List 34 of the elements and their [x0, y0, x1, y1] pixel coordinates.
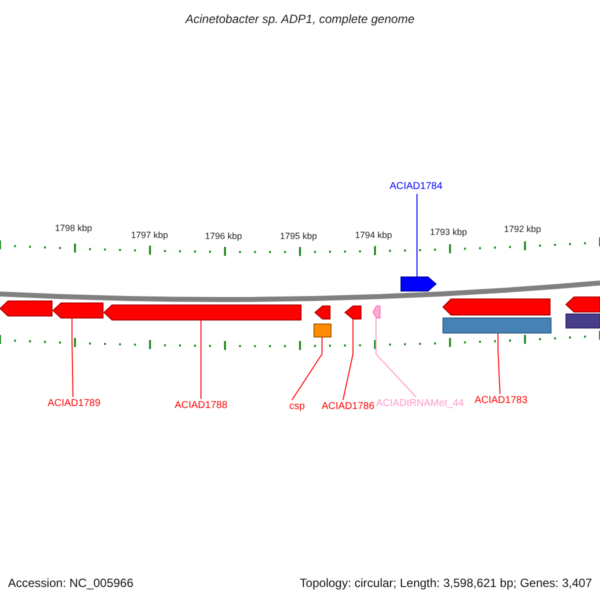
- leader-line: [72, 318, 74, 398]
- gene-label: ACIAD1789: [36, 397, 112, 411]
- kbp-label: 1793 kbp: [430, 226, 468, 239]
- title: Acinetobacter sp. ADP1, complete genome: [184, 11, 416, 28]
- kbp-label: 1797 kbp: [131, 229, 168, 242]
- gene-block: [566, 297, 600, 312]
- kbp-label: 1796 kbp: [205, 230, 242, 243]
- kbp-label: 1794 kbp: [355, 229, 392, 242]
- gene-label: ACIAD1788: [163, 399, 239, 413]
- gene-label: csp: [285, 400, 309, 414]
- gene-block: [443, 299, 550, 315]
- gene-block: [315, 306, 330, 319]
- genome-info-text: Topology: circular; Length: 3,598,621 bp; Genes: 3,407: [300, 575, 592, 592]
- kbp-label: 1795 kbp: [280, 230, 318, 243]
- gene-label: ACIADtRNAMet_44: [374, 397, 466, 411]
- gene-block: [0, 301, 52, 316]
- gene-block: [373, 306, 380, 318]
- gene-block: [401, 277, 436, 291]
- gene-label: ACIAD1783: [463, 394, 539, 408]
- gene-block: [53, 303, 103, 318]
- leader-line: [200, 320, 202, 400]
- leader-line: [416, 194, 418, 278]
- accession-text: Accession: NC_005966: [8, 575, 134, 592]
- leader-line: [342, 318, 354, 400]
- gene-block: [345, 306, 361, 319]
- leader-line: [376, 318, 416, 398]
- kbp-label: 1792 kbp: [504, 223, 542, 236]
- gene-label: ACIAD1784: [376, 180, 456, 194]
- leader-line: [292, 336, 322, 400]
- leader-line: [498, 332, 500, 394]
- feature-bar: [566, 314, 600, 328]
- kbp-label: 1798 kbp: [55, 222, 92, 235]
- feature-bar: [314, 324, 331, 337]
- feature-bar: [443, 318, 551, 333]
